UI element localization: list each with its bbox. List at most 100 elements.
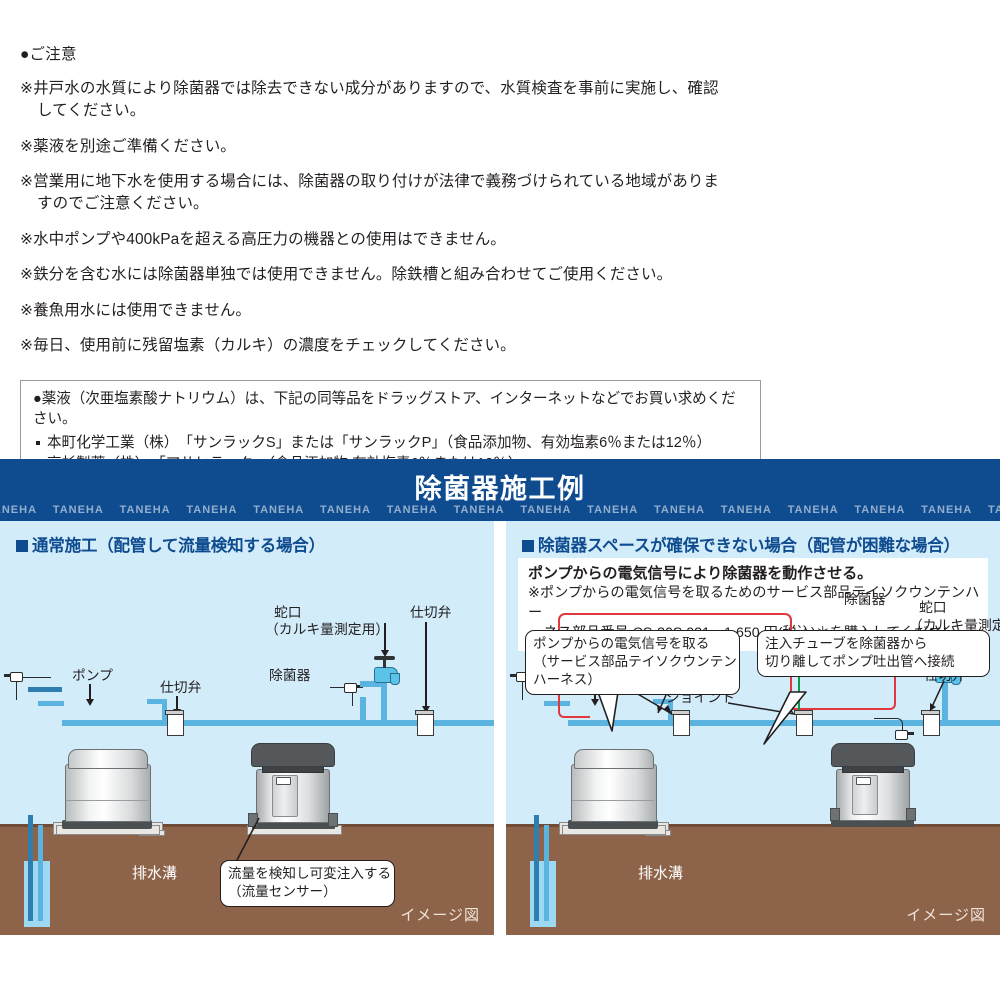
intake-pipe-inner xyxy=(28,815,33,921)
left-diagram-scene: ポンプ 仕切弁 除菌器 蛇口 （カルキ量測定用） 仕切弁 排水溝 イメージ図 xyxy=(0,521,494,935)
callout-signal-line2: （サービス部品テイソクウンテン xyxy=(533,653,737,669)
faucet-stand-pipe xyxy=(942,681,948,723)
callout-tube-line2: 切り離してポンプ吐出管へ接続 xyxy=(765,653,955,669)
drain-groove xyxy=(140,834,162,849)
chemical-item: 本町化学工業（株）「サンラックS」または「サンラックP」（食品添加物、有効塩素6… xyxy=(33,433,748,454)
intake-pipe-bend-2 xyxy=(544,701,570,706)
notice-line-main: ※養魚用水には使用できません。 xyxy=(20,301,252,319)
sterilizer-handle xyxy=(276,777,291,785)
notice-line: ※営業用に地下水を使用する場合には、除菌器の取り付けが法律で義務づけられている地… xyxy=(20,171,980,216)
label-gate-valve-1: 仕切弁 xyxy=(160,680,202,695)
injection-joint-valve xyxy=(794,710,813,736)
sterilizer-base xyxy=(252,822,335,829)
notice-line-main: ※営業用に地下水を使用する場合には、除菌器の取り付けが法律で義務づけられている地… xyxy=(20,173,720,190)
notice-line: ※養魚用水には使用できません。 xyxy=(20,300,980,322)
faucet-stand-pipe xyxy=(381,681,387,723)
pump-outlet-pipe xyxy=(147,699,167,704)
watermark-word: TANEHA xyxy=(319,504,371,516)
pump-power-plug xyxy=(4,672,23,682)
notice-line-main: ※鉄分を含む水には除菌器単独では使用できません。除鉄槽と組み合わせてご使用くださ… xyxy=(20,266,673,284)
notice-line: ※井戸水の水質により除菌器では除去できない成分がありますので、水質検査を事前に実… xyxy=(20,78,980,123)
label-faucet-line2: （カルキ量測定用） xyxy=(265,622,390,637)
pump-cap xyxy=(574,749,654,769)
watermark-word: TANEHA xyxy=(720,504,772,516)
watermark-word: TANEHA xyxy=(587,504,639,516)
watermark-word: TANEHA xyxy=(520,504,572,516)
info-box-line-2: ※ポンプからの電気信号を取るためのサービス部品テイソクウンテンハー xyxy=(528,585,980,622)
left-image-caption: イメージ図 xyxy=(400,906,480,924)
label-pump-arrow xyxy=(86,684,93,706)
label-sterilizer: 除菌器 xyxy=(269,668,311,683)
label-faucet-line2: （カルキ量測定用） xyxy=(909,618,1000,633)
gate-valve-right-2 xyxy=(921,710,940,736)
notice-line-cont: すのでご注意ください。 xyxy=(37,195,209,213)
sterilizer-outlet-port xyxy=(328,813,338,827)
callout-electric-signal: ポンプからの電気信号を取る （サービス部品テイソクウンテン ハーネス） xyxy=(525,630,740,695)
callout-tube-line1: 注入チューブを除菌器から xyxy=(765,636,928,651)
watermark-word: TANEHA xyxy=(787,504,839,516)
bullet-square-icon xyxy=(16,540,28,552)
notice-line-main: ※水中ポンプや400kPaを超える高圧力の機器との使用はできません。 xyxy=(20,230,506,248)
sterilizer-outlet-port xyxy=(906,808,916,821)
callout-flow-sensor-line1: 流量を検知し可変注入する xyxy=(228,866,392,881)
drain-groove xyxy=(646,834,668,849)
callout-injection-tube: 注入チューブを除菌器から 切り離してポンプ吐出管へ接続 xyxy=(757,630,990,677)
left-panel-title: 通常施工（配管して流量検知する場合） xyxy=(16,532,325,556)
ground-surface-line xyxy=(506,824,1000,827)
watermark-word: TANEHA xyxy=(386,504,438,516)
sterilizer-lid xyxy=(831,743,915,767)
right-diagram-scene: ポンプ 仕切弁 ポンプ吐出管 薬液注入 ジョイント 除菌器 蛇口 （カルキ量測定… xyxy=(506,521,1000,935)
bullet-square-icon xyxy=(522,540,534,552)
pump-base xyxy=(62,820,152,829)
watermark-word: TANEHA xyxy=(52,504,104,516)
label-gate-valve-1-arrow xyxy=(173,696,180,716)
sterilizer-inlet-port xyxy=(248,813,258,827)
diagram-panels: 通常施工（配管して流量検知する場合） xyxy=(0,521,1000,935)
label-faucet-line1: 蛇口 xyxy=(274,605,302,620)
pump-seam xyxy=(572,799,654,801)
sterilizer-handle xyxy=(856,777,871,785)
left-panel-title-text: 通常施工（配管して流量検知する場合） xyxy=(32,537,325,555)
chemical-box-heading: ●薬液（次亜塩素酸ナトリウム）は、下記の同等品をドラッグストア、インターネットな… xyxy=(33,390,736,427)
label-gate-valve-2-arrow xyxy=(422,622,429,713)
info-box-bold-line: ポンプからの電気信号により除菌器を動作させる。 xyxy=(528,565,873,582)
notice-line-main: ※毎日、使用前に残留塩素（カルキ）の濃度をチェックしてください。 xyxy=(20,337,516,355)
chemical-product: 「サンラックS」または「サンラックP」（食品添加物、有効塩素6％または12％） xyxy=(178,435,712,452)
watermark-word: TANEHA xyxy=(186,504,238,516)
sterilizer-base xyxy=(831,819,914,827)
intake-pipe-bend-2 xyxy=(38,701,64,706)
gate-valve-left-1 xyxy=(165,710,184,736)
watermark-word: TANEHA xyxy=(987,504,1000,516)
pump-base xyxy=(568,820,658,829)
callout-flow-sensor: 流量を検知し可変注入する （流量センサー） xyxy=(220,860,395,907)
intake-pipe-bend xyxy=(28,687,62,692)
notice-line-cont: してください。 xyxy=(37,102,146,120)
faucet-riser xyxy=(360,697,366,722)
notice-line: ※鉄分を含む水には除菌器単独では使用できません。除鉄槽と組み合わせてご使用くださ… xyxy=(20,264,980,286)
sterilizer-power-plug xyxy=(344,683,363,693)
right-panel-title: 除菌器スペースが確保できない場合（配管が困難な場合） xyxy=(522,532,960,556)
callout-signal-line3: ハーネス） xyxy=(533,671,601,687)
pump-body xyxy=(65,764,151,822)
watermark-word: TANEHA xyxy=(921,504,973,516)
notice-heading: ●ご注意 xyxy=(20,46,77,63)
watermark-word: TANEHA xyxy=(119,504,171,516)
label-sterilizer: 除菌器 xyxy=(844,592,886,607)
label-faucet-arrow xyxy=(381,623,388,657)
label-gate-valve-2: 仕切弁 xyxy=(410,605,452,620)
harness-tube-red-pump-end xyxy=(558,706,590,718)
callout-signal-line1: ポンプからの電気信号を取る xyxy=(533,636,710,651)
main-water-pipe xyxy=(62,720,494,726)
gate-valve-right-1 xyxy=(671,710,690,736)
sterilizer-power-plug xyxy=(895,730,914,740)
notice-line: ※毎日、使用前に残留塩素（カルキ）の濃度をチェックしてください。 xyxy=(20,335,980,357)
pump-outlet-drop xyxy=(162,699,167,723)
right-panel-title-text: 除菌器スペースが確保できない場合（配管が困難な場合） xyxy=(538,537,960,555)
banner-title: 除菌器施工例 xyxy=(414,474,586,504)
faucet-knob xyxy=(374,656,395,660)
watermark-word: TANEHA xyxy=(854,504,906,516)
gate-valve-left-2 xyxy=(415,710,434,736)
watermark-word: TANEHA xyxy=(453,504,505,516)
sterilizer-inlet-port xyxy=(830,808,840,821)
watermark-word: TANEHA xyxy=(653,504,705,516)
